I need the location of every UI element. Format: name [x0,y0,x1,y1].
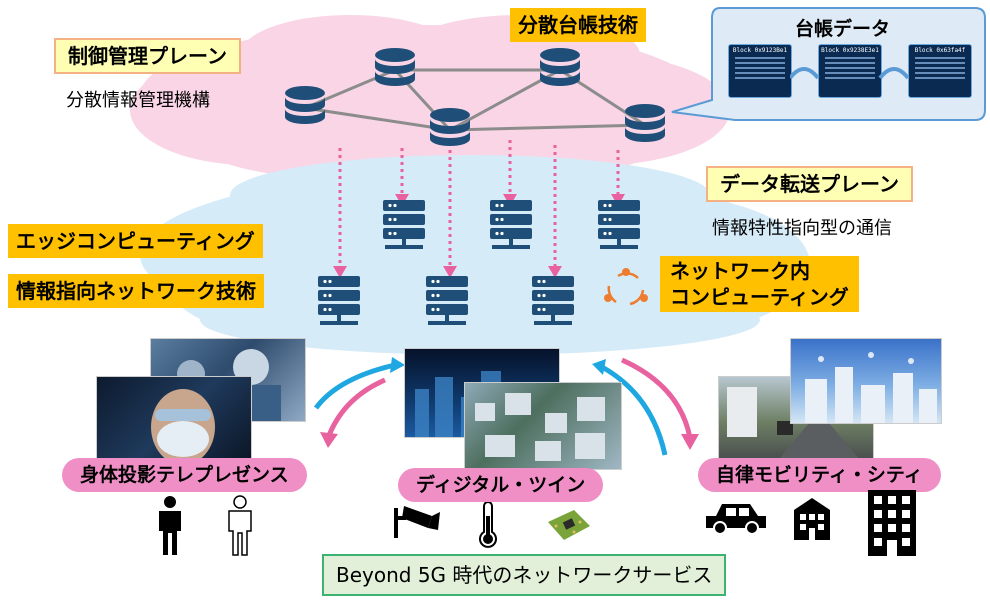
cycle-icon [604,268,648,306]
server-icon [318,276,360,325]
server-icon [532,276,574,325]
in-network-line-1: ネットワーク内 [670,259,810,283]
ledger-block-id: Block 0x9123Be1 [732,47,788,54]
data-plane-subtitle: 情報特性指向型の通信 [712,218,892,239]
data-plane-label: データ転送プレーン [706,166,913,202]
person-outline-icon [228,495,252,556]
ledger-tech-label: 分散台帳技術 [510,8,646,42]
person-icon [159,496,181,555]
ledger-block: Block 0x9238E3e1 [818,44,882,98]
database-icon [375,48,415,86]
ledger-block: Block 0x9123Be1 [728,44,792,98]
database-icon [540,48,580,86]
server-icon [598,200,640,249]
server-icon [490,200,532,249]
ledger-chain-links [790,67,910,80]
ledger-block: Block 0x63fa4f [908,44,972,98]
ledger-block-id: Block 0x9238E3e1 [821,47,879,54]
telepresence-label: 身体投影テレプレゼンス [62,458,307,492]
office-tower-icon [868,490,916,556]
control-plane-label: 制御管理プレーン [54,38,241,74]
control-plane-subtitle: 分散情報管理機構 [66,90,210,111]
database-icon [430,108,470,146]
building-icon [794,498,830,540]
in-network-computing-label: ネットワーク内 コンピューティング [660,256,859,312]
mobility-city-label: 自律モビリティ・シティ [698,458,941,492]
server-icon [383,200,425,249]
ledger-block-id: Block 0x63fa4f [914,47,966,54]
footer-title: Beyond 5G 時代のネットワークサービス [322,554,727,596]
mobility-city-photo-front [790,338,942,424]
thermometer-icon [479,502,497,548]
database-icon [285,86,325,124]
digital-twin-photo-front [464,382,622,470]
camera-icon [394,506,440,538]
telepresence-photo-front [96,376,252,468]
icn-tech-label: 情報指向ネットワーク技術 [8,274,264,308]
edge-computing-label: エッジコンピューティング [8,224,263,258]
car-icon [706,504,766,535]
database-icon [625,104,665,142]
digital-twin-label: ディジタル・ツイン [398,468,604,502]
circuit-board-icon [548,510,590,540]
in-network-line-2: コンピューティング [670,285,849,309]
server-icon [426,276,468,325]
ledger-data-title: 台帳データ [795,18,891,40]
